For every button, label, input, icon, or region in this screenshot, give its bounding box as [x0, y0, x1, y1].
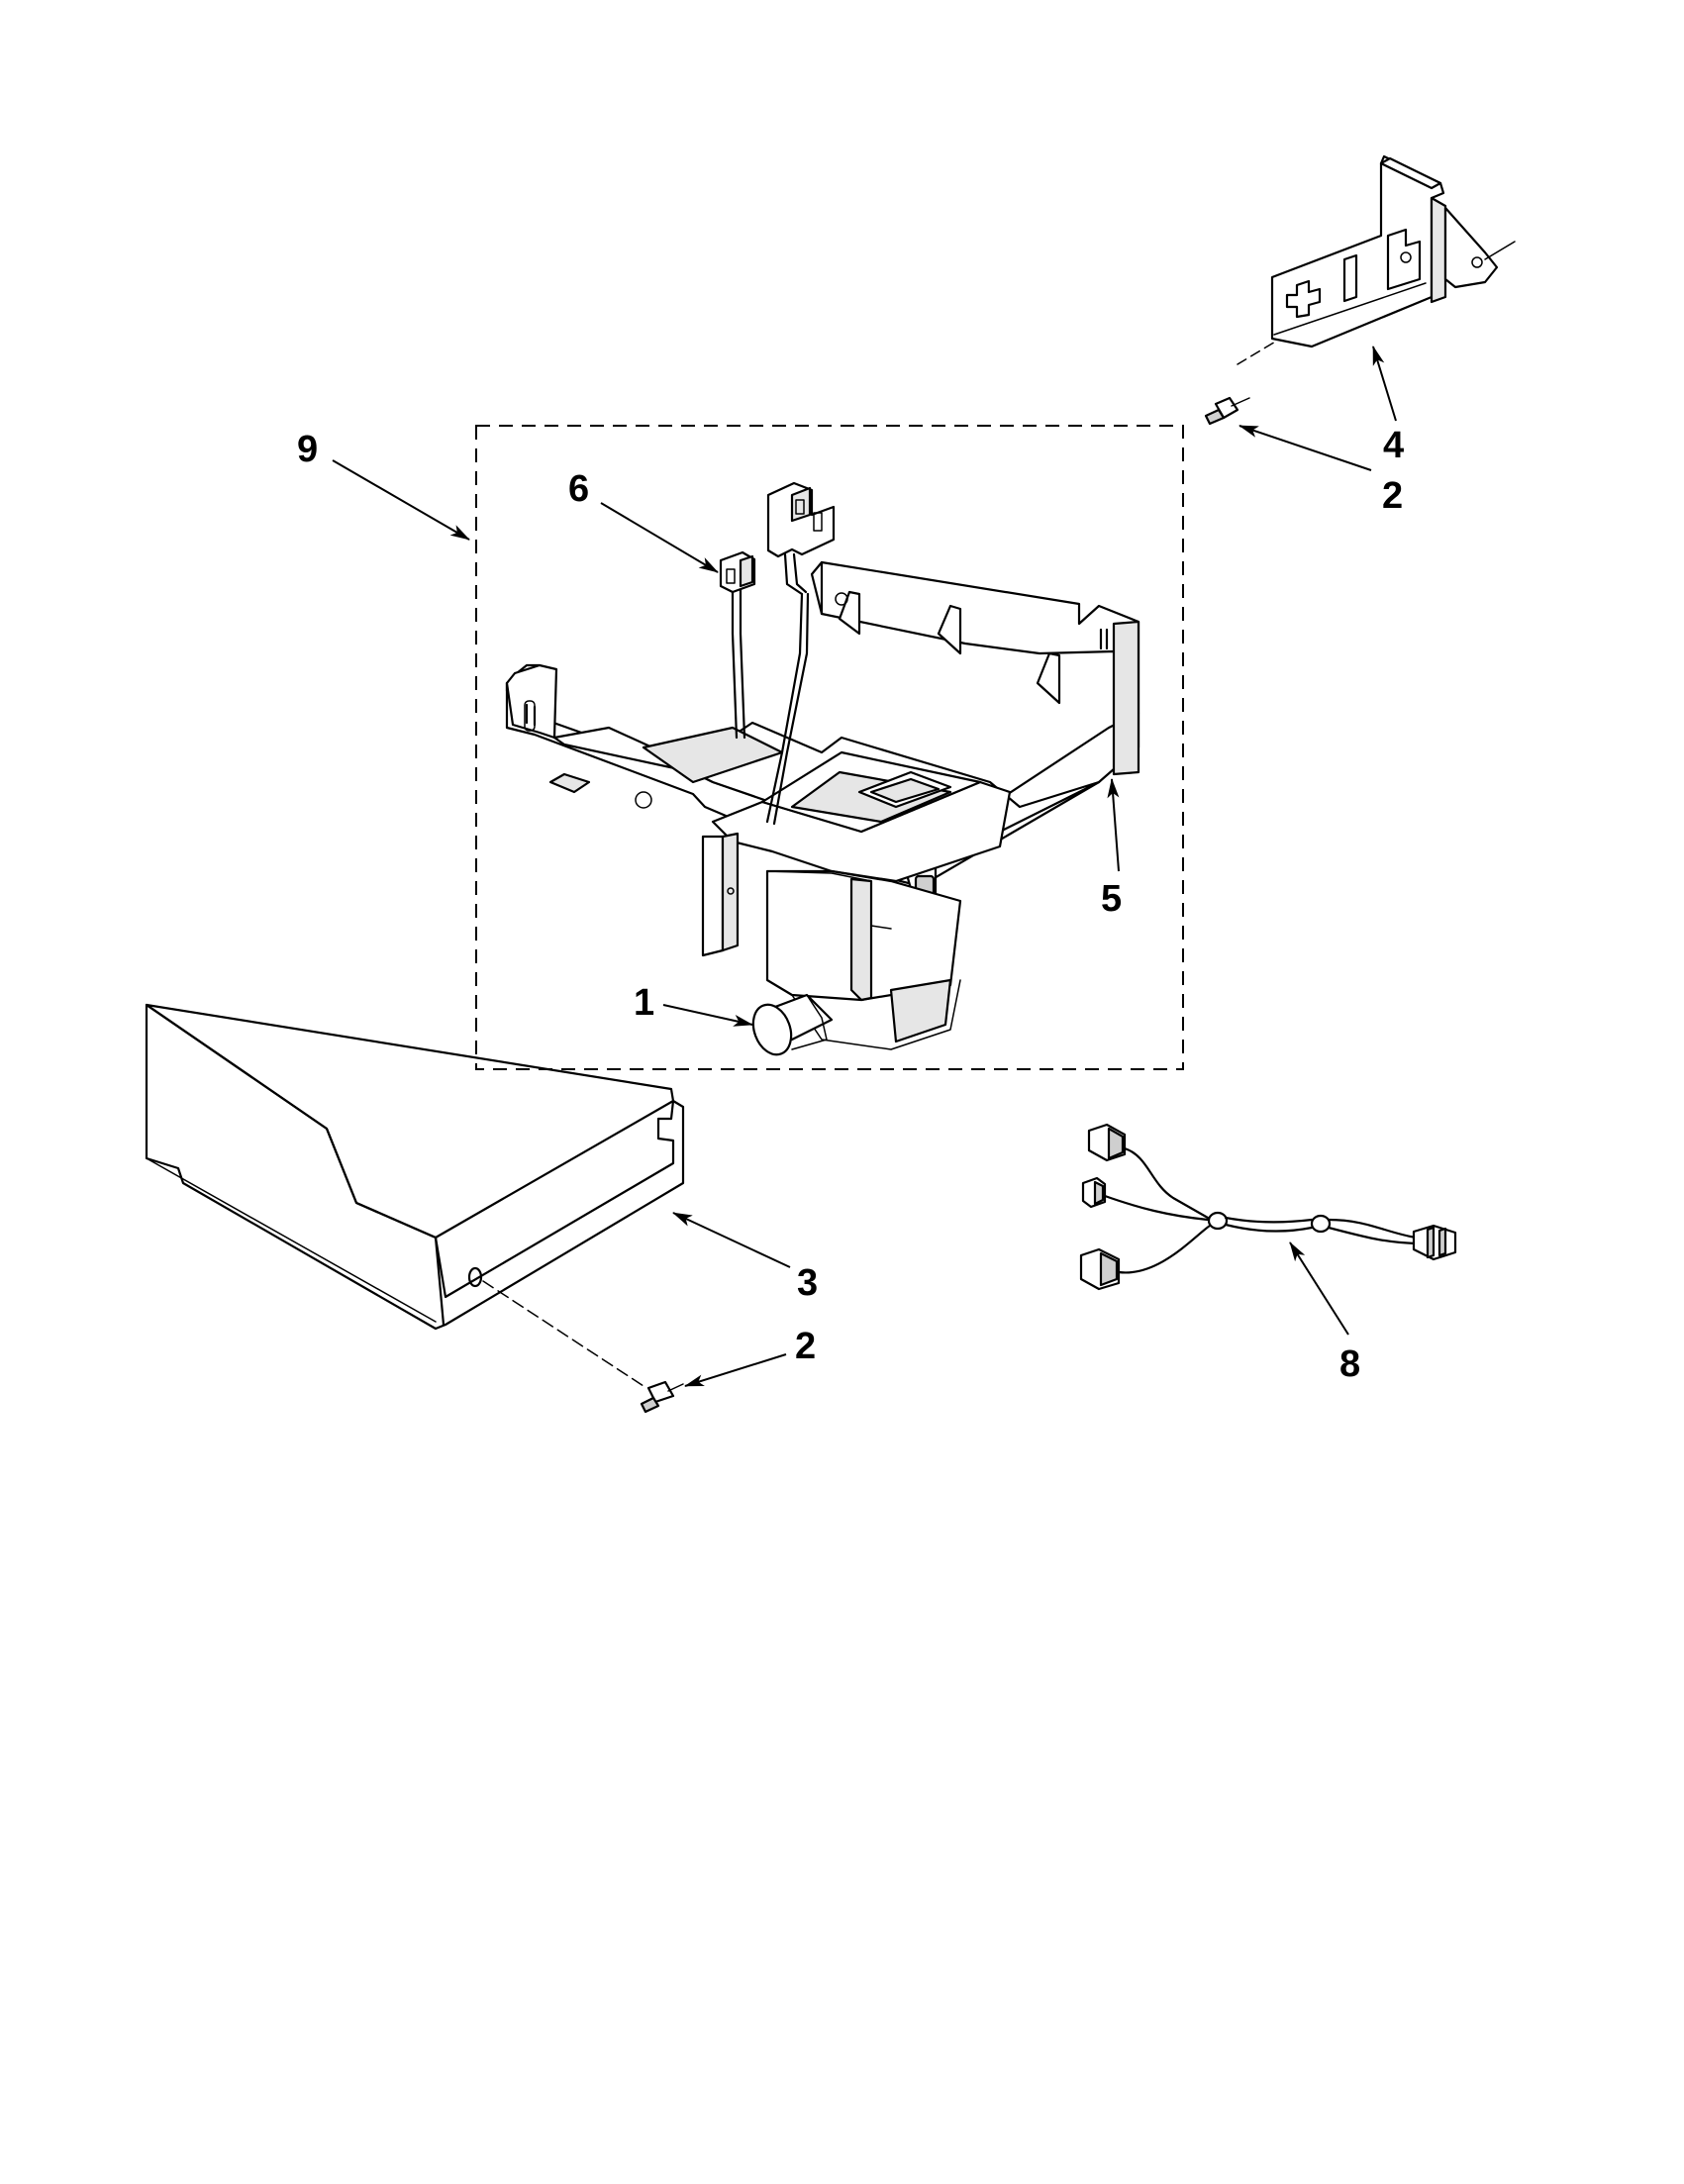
callout-9: 9 — [297, 429, 318, 470]
callout-6: 6 — [568, 468, 589, 510]
screw-part-2-bottom — [640, 1380, 684, 1414]
leader-1 — [662, 1004, 753, 1027]
leader-5 — [1107, 778, 1120, 872]
callout-1: 1 — [634, 982, 654, 1024]
callout-2-top: 2 — [1382, 475, 1403, 517]
callout-5: 5 — [1101, 878, 1122, 920]
mounting-bracket-part-4 — [1237, 154, 1516, 365]
leader-2a — [1238, 425, 1372, 471]
cover-panel-part-3 — [145, 1003, 685, 1387]
leader-2b — [684, 1353, 787, 1387]
callout-labels: 9 6 4 2 5 1 3 2 8 — [297, 425, 1404, 1385]
callout-3: 3 — [797, 1262, 818, 1304]
assembly-boundary-box — [475, 425, 1184, 1070]
callout-2-bottom: 2 — [795, 1326, 816, 1367]
leader-9 — [332, 459, 470, 541]
leader-lines — [332, 346, 1397, 1387]
leader-6 — [600, 502, 719, 573]
leader-4 — [1372, 346, 1397, 422]
leader-8 — [1289, 1241, 1349, 1336]
screw-part-2-top — [1204, 396, 1250, 426]
wire-harness-part-6 — [719, 481, 836, 826]
callout-4: 4 — [1383, 425, 1404, 466]
leader-3 — [672, 1212, 791, 1268]
callout-8: 8 — [1339, 1343, 1360, 1385]
pump-reservoir — [701, 750, 1012, 1050]
wire-harness-part-8 — [1079, 1123, 1457, 1291]
drain-pump-part-1 — [751, 993, 834, 1056]
